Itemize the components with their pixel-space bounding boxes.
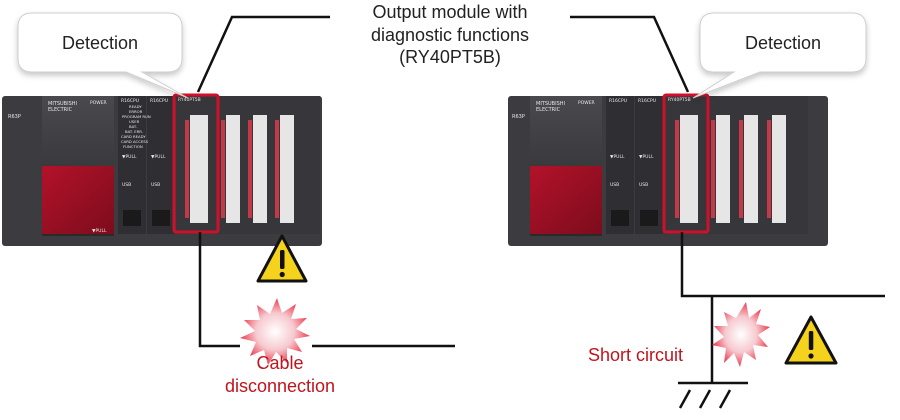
brand-text-left: MITSUBISHI	[48, 101, 77, 107]
svg-text:▼PULL: ▼PULL	[151, 154, 166, 160]
svg-text:USB: USB	[122, 182, 131, 188]
svg-text:ERROR: ERROR	[129, 109, 143, 114]
svg-text:▼PULL: ▼PULL	[92, 228, 107, 234]
svg-text:ELECTRIC: ELECTRIC	[536, 107, 561, 113]
callout-leader-lines	[196, 15, 690, 93]
leader-line-left	[196, 15, 330, 93]
svg-text:R16CPU: R16CPU	[121, 98, 139, 104]
svg-text:READY: READY	[129, 104, 142, 109]
svg-text:R63P: R63P	[512, 114, 525, 120]
svg-text:RY40PT5B: RY40PT5B	[668, 97, 691, 103]
warning-icon-left	[256, 234, 308, 283]
cable-disconnection-label: Cable disconnection	[205, 352, 355, 397]
fault-left-line-1: Cable	[256, 353, 304, 373]
svg-text:CARD READY: CARD READY	[121, 134, 146, 139]
svg-text:POWER: POWER	[90, 100, 107, 106]
svg-text:USB: USB	[151, 182, 160, 188]
svg-text:R16CPU: R16CPU	[638, 98, 656, 104]
detection-bubble-right	[692, 12, 867, 99]
svg-text:▼PULL: ▼PULL	[610, 154, 625, 160]
detection-label-left: Detection	[61, 33, 139, 53]
highlight-box-right	[662, 93, 710, 234]
wire-right	[678, 232, 885, 409]
svg-text:FUNCTION: FUNCTION	[123, 144, 143, 149]
plc-left: MITSUBISHI ELECTRIC POWER R63P R16CPU R1…	[2, 93, 322, 246]
svg-text:POWER: POWER	[578, 100, 595, 106]
plc-right: MITSUBISHI ELECTRIC POWER R63P R16CPU R1…	[508, 93, 828, 246]
svg-text:▼PULL: ▼PULL	[122, 154, 137, 160]
detection-label-right: Detection	[744, 33, 822, 53]
leader-line-right	[570, 15, 690, 93]
short-circuit-label: Short circuit	[588, 345, 684, 365]
fault-left-line-2: disconnection	[224, 375, 336, 396]
svg-text:R63P: R63P	[8, 114, 21, 120]
burst-left	[240, 298, 310, 365]
detection-bubble-left	[17, 12, 189, 99]
callout-output-module: Output module with diagnostic functions …	[330, 1, 570, 69]
svg-text:R16CPU: R16CPU	[609, 98, 627, 104]
callout-line-2: diagnostic functions	[370, 24, 530, 45]
svg-text:R16CPU: R16CPU	[150, 98, 168, 104]
callout-line-1: Output module with	[372, 2, 528, 22]
svg-text:USB: USB	[610, 182, 619, 188]
svg-text:BAT. ERR.: BAT. ERR.	[125, 129, 143, 134]
highlight-box-left	[172, 93, 220, 234]
svg-text:USB: USB	[639, 182, 648, 188]
warning-icon-right	[784, 315, 838, 365]
burst-right	[712, 302, 770, 367]
svg-text:CARD ACCESS: CARD ACCESS	[121, 139, 149, 144]
brand-text-right: MITSUBISHI	[536, 101, 565, 107]
svg-text:ELECTRIC: ELECTRIC	[48, 107, 73, 113]
svg-text:BAT.: BAT.	[129, 124, 137, 129]
callout-line-3: (RY40PT5B)	[399, 47, 501, 67]
svg-text:USER: USER	[129, 119, 140, 124]
svg-text:RY40PT5B: RY40PT5B	[178, 97, 201, 103]
wire-left	[198, 232, 455, 348]
svg-text:PROGRAM RUN: PROGRAM RUN	[122, 114, 151, 119]
svg-text:▼PULL: ▼PULL	[639, 154, 654, 160]
